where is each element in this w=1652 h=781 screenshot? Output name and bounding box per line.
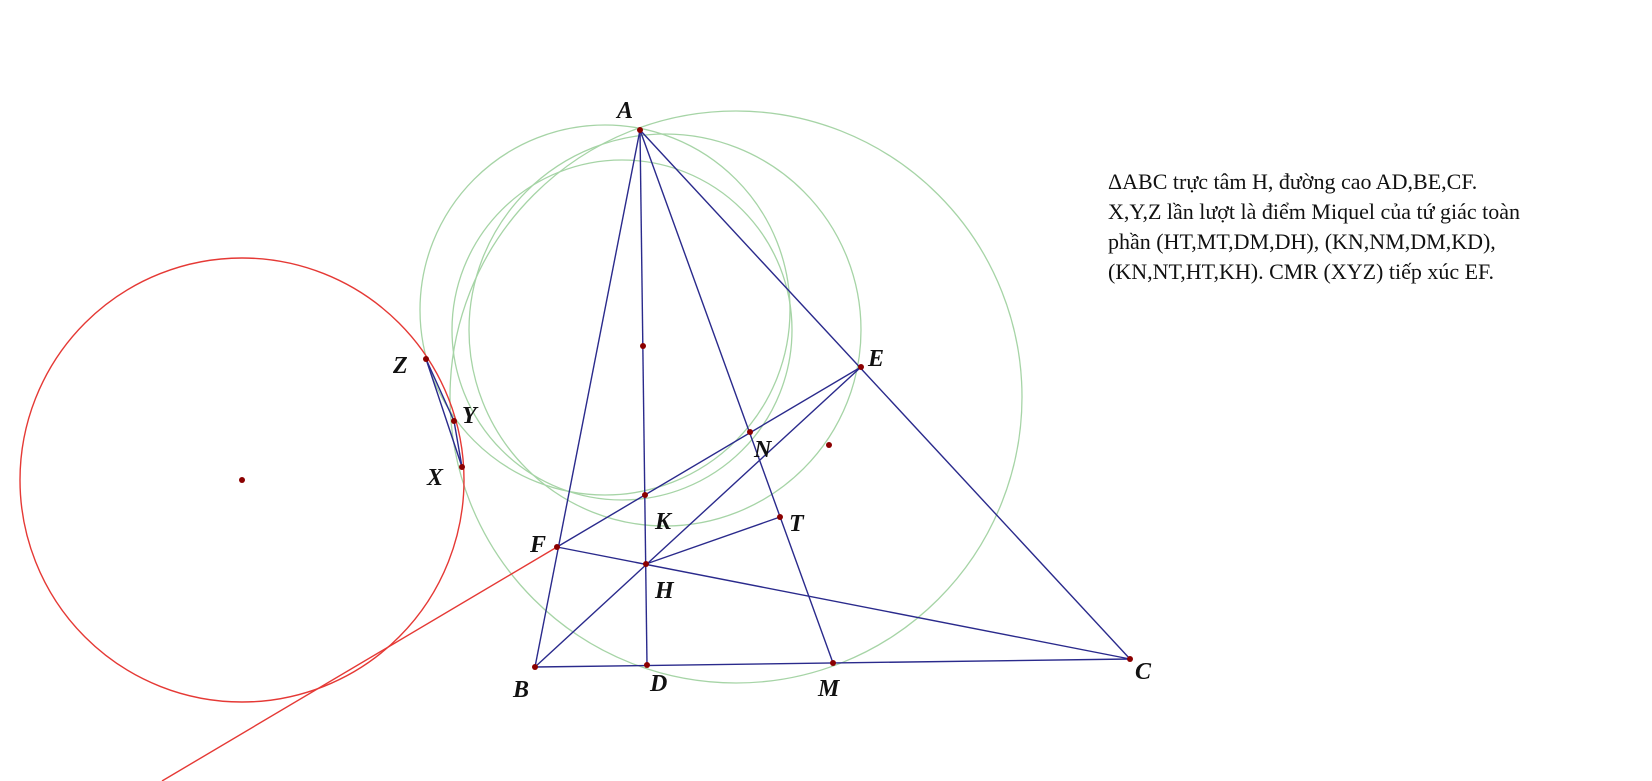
label-c: C — [1135, 659, 1152, 685]
center-green-circle-2 — [640, 343, 646, 349]
green-circles — [419, 110, 1023, 684]
segment-ht — [645, 516, 781, 565]
segment-be — [534, 366, 862, 668]
problem-line-1: ΔABC trực tâm H, đường cao AD,BE,CF. — [1108, 169, 1478, 194]
point-c — [1127, 656, 1133, 662]
point-d — [644, 662, 650, 668]
segment-zy — [425, 358, 455, 422]
segment-yx — [453, 420, 463, 468]
point-z — [423, 356, 429, 362]
label-x: X — [426, 465, 444, 491]
point-h — [643, 561, 649, 567]
point-f — [554, 544, 560, 550]
point-a — [637, 127, 643, 133]
point-e — [858, 364, 864, 370]
problem-statement: ΔABC trực tâm H, đường cao AD,BE,CF. X,Y… — [1108, 167, 1648, 287]
center-xyz-circle — [239, 477, 245, 483]
segment-ad — [639, 129, 648, 666]
point-m — [830, 660, 836, 666]
point-y — [451, 418, 457, 424]
segment-ef — [556, 366, 862, 548]
label-e: E — [867, 346, 884, 372]
circle-2 — [468, 133, 862, 527]
circle-3 — [419, 124, 791, 496]
label-t: T — [789, 511, 805, 537]
tangent-line-ef-extension — [161, 546, 558, 781]
circle-xyz — [19, 257, 465, 703]
point-t — [777, 514, 783, 520]
triangle-segments — [425, 129, 1131, 668]
circle-1 — [449, 110, 1023, 684]
problem-line-4: (KN,NT,HT,KH). CMR (XYZ) tiếp xúc EF. — [1108, 259, 1495, 284]
label-m: M — [817, 676, 841, 702]
segment-ac — [639, 129, 1131, 660]
point-x — [459, 464, 465, 470]
points — [239, 127, 1133, 670]
xyz-circle-group — [19, 257, 558, 781]
point-labels: A B C D E F H K M N T X Y Z — [392, 98, 1152, 703]
label-b: B — [512, 677, 529, 703]
label-k: K — [654, 509, 673, 535]
point-b — [532, 664, 538, 670]
segment-fc — [556, 546, 1131, 660]
label-y: Y — [462, 403, 479, 429]
label-a: A — [615, 98, 633, 124]
problem-line-3: phần (HT,MT,DM,DH), (KN,NM,DM,KD), — [1108, 229, 1496, 254]
label-d: D — [649, 671, 667, 697]
label-n: N — [753, 437, 773, 463]
label-f: F — [529, 532, 546, 558]
label-h: H — [654, 578, 675, 604]
point-k — [642, 492, 648, 498]
segment-ab — [534, 129, 641, 668]
segment-am — [639, 129, 834, 664]
segment-zx — [425, 358, 463, 468]
point-n — [747, 429, 753, 435]
problem-line-2: X,Y,Z lần lượt là điểm Miquel của tứ giá… — [1108, 199, 1521, 224]
center-green-circle-1 — [826, 442, 832, 448]
circle-4 — [451, 159, 793, 501]
label-z: Z — [392, 353, 408, 379]
